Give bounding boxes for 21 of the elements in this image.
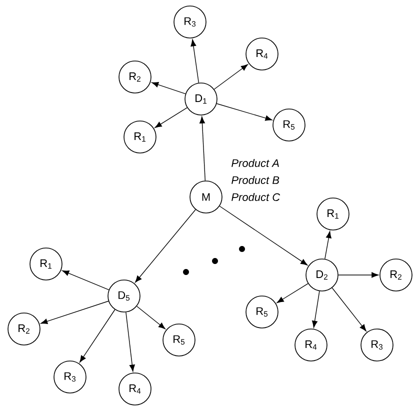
arrow: [219, 206, 308, 266]
product-label: Product B: [232, 176, 280, 184]
arrow: [190, 39, 200, 84]
arrow: [338, 272, 378, 278]
arrow: [152, 82, 186, 94]
arrow: [80, 309, 116, 362]
arrow: [324, 231, 332, 260]
arrow: [40, 300, 109, 324]
arrow: [154, 107, 188, 128]
arrow: [136, 306, 166, 330]
arrow: [214, 64, 248, 90]
product-label: Product C: [232, 192, 280, 202]
arrow: [332, 288, 366, 332]
arrow: [135, 209, 196, 283]
arrow: [216, 103, 272, 121]
product-label: Product A: [232, 158, 279, 168]
arrow: [312, 290, 320, 328]
arrow: [200, 116, 206, 181]
arrow: [276, 283, 308, 303]
arrow: [126, 312, 135, 372]
arrow: [62, 270, 110, 290]
